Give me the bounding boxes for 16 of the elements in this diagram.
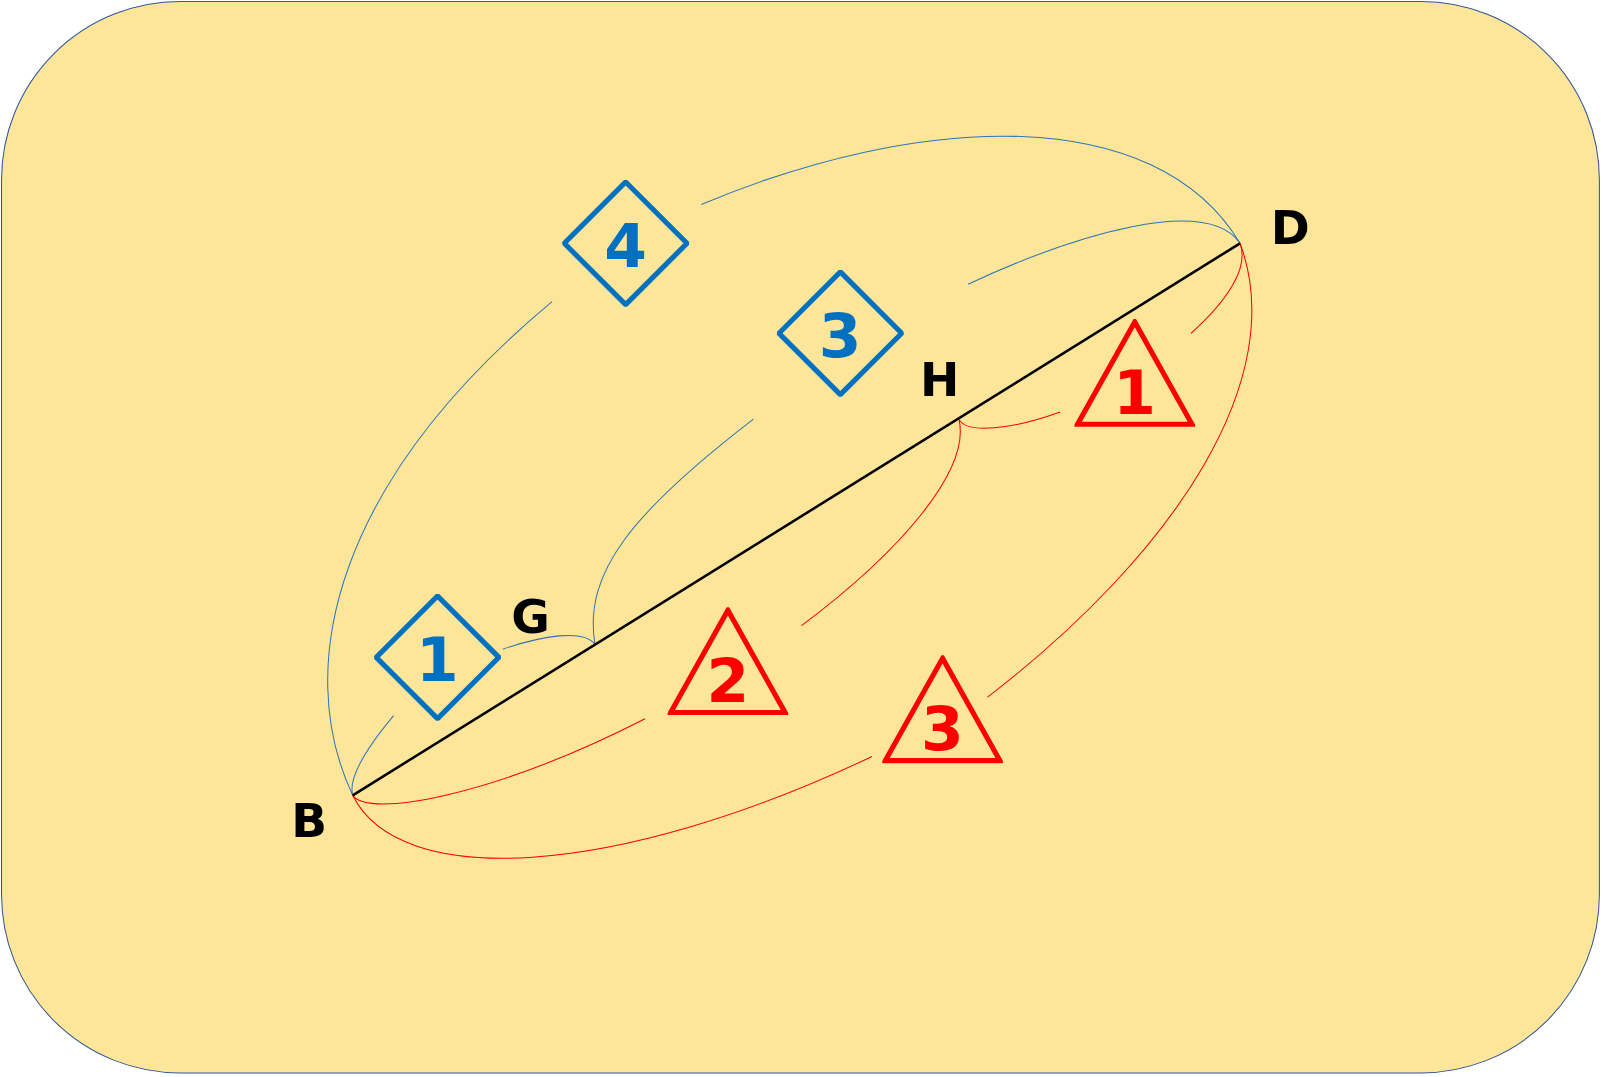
point-label: H xyxy=(920,355,960,403)
triangle-marker xyxy=(667,607,789,716)
point-label: B xyxy=(291,797,328,845)
number-label: 3 xyxy=(818,304,862,366)
diamond-marker xyxy=(562,179,690,307)
number-label: 3 xyxy=(921,698,964,760)
number-label: 2 xyxy=(706,650,750,712)
point-label: G xyxy=(511,592,550,640)
diamond-marker xyxy=(776,269,904,397)
triangle-marker xyxy=(1074,318,1196,428)
number-label: 1 xyxy=(1113,361,1156,424)
triangle-marker xyxy=(882,655,1003,764)
number-label: 1 xyxy=(416,628,459,691)
point-label: D xyxy=(1270,204,1310,252)
diamond-marker xyxy=(374,593,501,721)
number-label: 4 xyxy=(604,214,647,276)
